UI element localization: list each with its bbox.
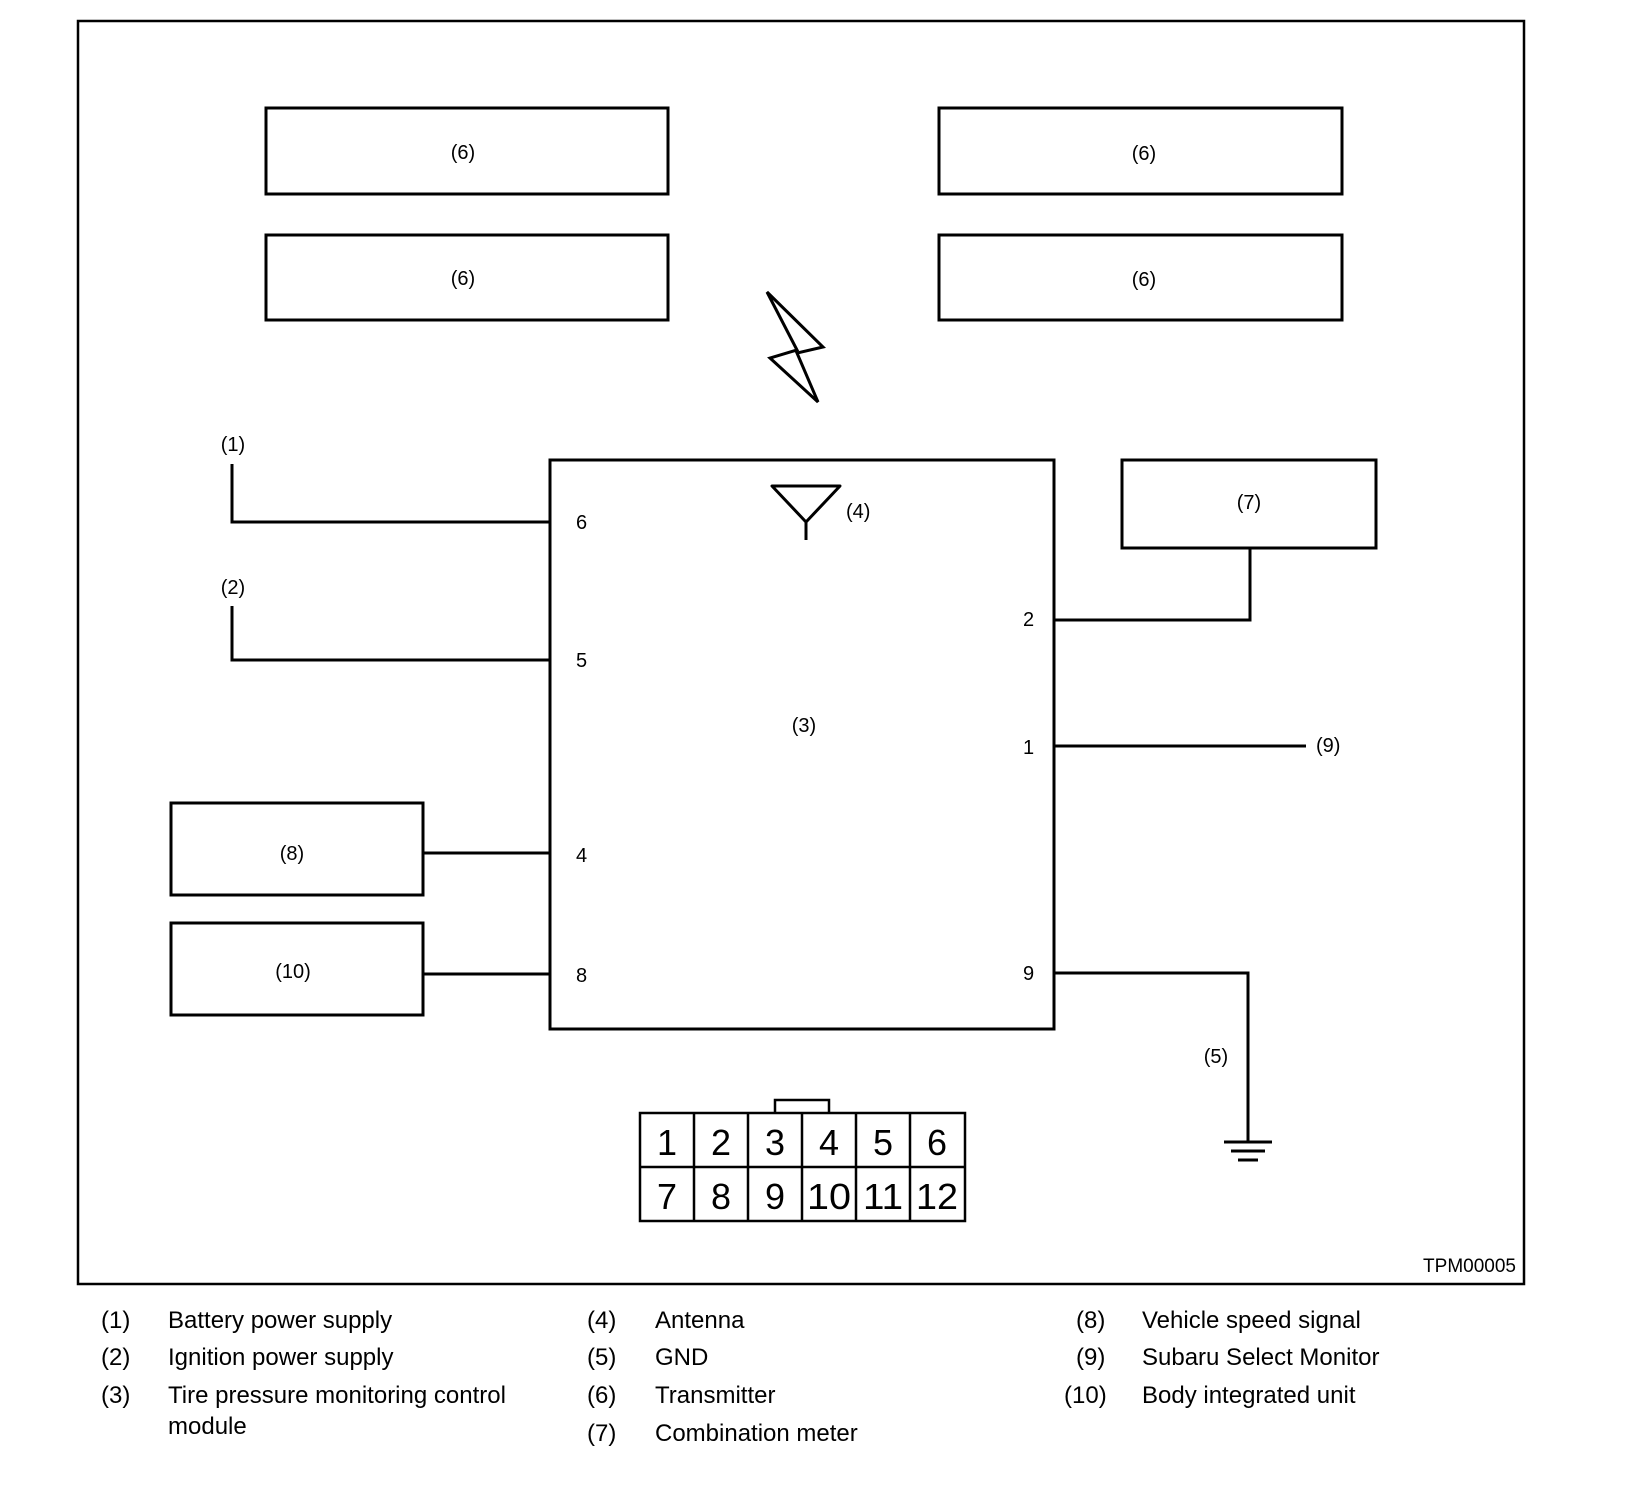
connector-pin: 11 (863, 1176, 903, 1217)
connector-pin: 10 (807, 1176, 851, 1217)
connector-pin: 1 (657, 1122, 677, 1163)
ignition-supply-wire (230, 606, 550, 662)
connector-pin: 12 (916, 1176, 958, 1217)
diagram-frame (76, 19, 1526, 1286)
ignition-supply-label: (2) (221, 577, 245, 599)
connector-pin: 5 (873, 1122, 893, 1163)
legend-description: GND (655, 1344, 709, 1371)
vehicle-speed-label: (8) (280, 843, 304, 865)
transmitter-label: (6) (1132, 143, 1156, 165)
wiring-diagram: (6) (6) (6) (6) (3) (4) 6 5 4 8 2 1 9 (1… (76, 19, 1526, 1286)
wireless-signal-icon (765, 290, 827, 404)
control-module-box (548, 458, 1056, 1031)
battery-supply-label: (1) (221, 434, 245, 456)
transmitter-label: (6) (451, 142, 475, 164)
legend-number: (10) (1064, 1382, 1107, 1409)
pin-number: 8 (576, 965, 587, 987)
connector-pin: 4 (819, 1122, 839, 1163)
gnd-label: (5) (1204, 1046, 1228, 1068)
pin-number: 2 (1023, 609, 1034, 631)
antenna-label: (4) (846, 501, 870, 523)
legend-number: (7) (587, 1420, 617, 1447)
transmitter-label: (6) (1132, 269, 1156, 291)
transmitter-label: (6) (451, 268, 475, 290)
pin-number: 1 (1023, 737, 1034, 759)
body-integrated-unit-box (169, 921, 425, 1017)
control-module-label: (3) (792, 715, 816, 737)
pin-number: 5 (576, 650, 587, 672)
connector-latch (773, 1098, 831, 1113)
combination-meter-label: (7) (1237, 492, 1261, 514)
transmitter-rear-right: (6) (937, 233, 1344, 322)
transmitter-front-left: (6) (264, 106, 670, 196)
legend-description: Vehicle speed signal (1142, 1307, 1361, 1334)
pin-number: 4 (576, 845, 587, 867)
transmitter-front-right: (6) (937, 106, 1344, 196)
legend-number: (4) (587, 1307, 617, 1334)
battery-supply-wire (230, 464, 550, 524)
legend-number: (3) (101, 1382, 131, 1409)
legend-description: Ignition power supply (168, 1344, 394, 1371)
figure-code: TPM00005 (1423, 1256, 1516, 1277)
legend-description: Subaru Select Monitor (1142, 1344, 1380, 1371)
legend-description: Antenna (655, 1307, 745, 1334)
transmitter-rear-left: (6) (264, 233, 670, 322)
legend-number: (8) (1076, 1307, 1106, 1334)
legend-number: (5) (587, 1344, 617, 1371)
legend-description: Transmitter (655, 1382, 776, 1409)
legend-number: (9) (1076, 1344, 1106, 1371)
connector-diagram: 1 2 3 4 5 6 7 8 9 10 11 12 (638, 1098, 967, 1223)
pin-number: 9 (1023, 963, 1034, 985)
legend-description: Battery power supply (168, 1307, 393, 1334)
connector-pin: 3 (765, 1122, 785, 1163)
body-integrated-unit-label: (10) (275, 961, 311, 983)
vehicle-speed-box (169, 801, 425, 897)
legend-number: (2) (101, 1344, 131, 1371)
connector-pin: 6 (927, 1122, 947, 1163)
legend-number: (6) (587, 1382, 617, 1409)
connector-pin: 8 (711, 1176, 731, 1217)
legend-description: Body integrated unit (1142, 1382, 1356, 1409)
combination-meter-wire (1054, 548, 1252, 622)
antenna-icon (770, 484, 842, 540)
connector-pin: 7 (657, 1176, 677, 1217)
legend-description: Combination meter (655, 1420, 858, 1447)
legend-number: (1) (101, 1307, 131, 1334)
ground-icon (1224, 1140, 1272, 1162)
legend: (1) Battery power supply (2) Ignition po… (0, 1305, 1632, 1475)
pin-number: 6 (576, 512, 587, 534)
legend-description: Tire pressure monitoring control module (168, 1382, 506, 1440)
gnd-wire (1054, 971, 1250, 1142)
connector-pin: 2 (711, 1122, 731, 1163)
select-monitor-label: (9) (1316, 735, 1340, 757)
connector-pin: 9 (765, 1176, 785, 1217)
